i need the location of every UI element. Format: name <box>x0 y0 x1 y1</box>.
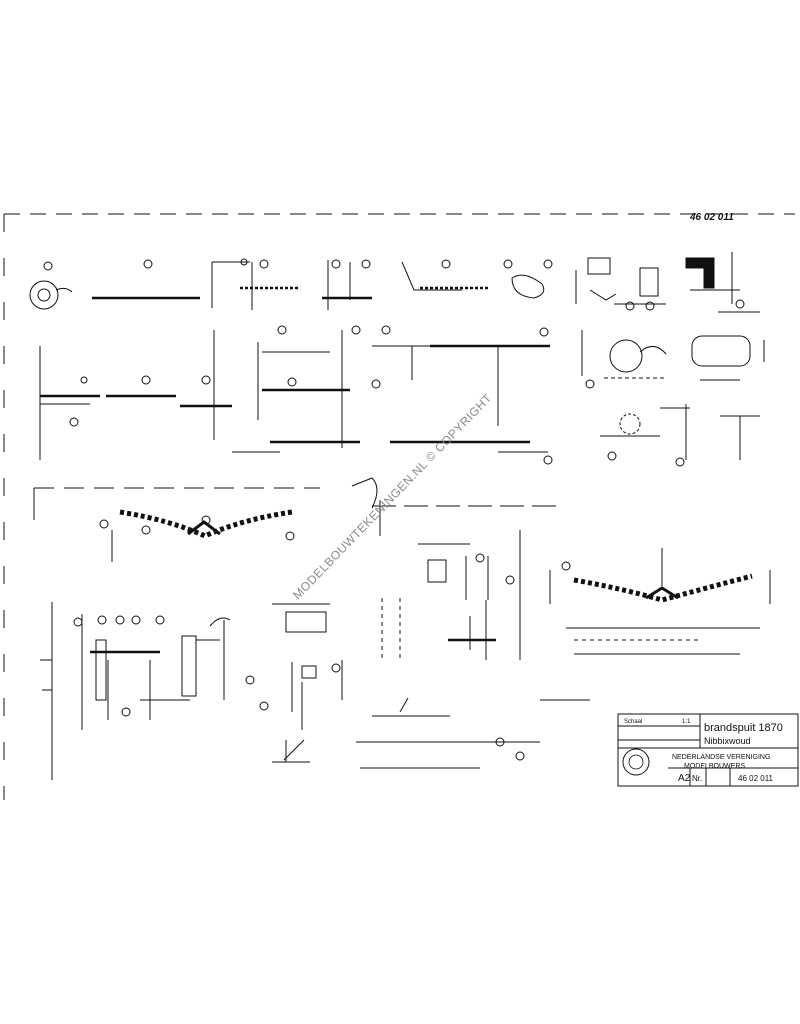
society-seal-icon <box>622 748 650 776</box>
top-drawing-number: 46 02 011 <box>689 212 734 223</box>
detail-upper-right <box>575 252 760 313</box>
organisation-subname: MODELBOUWERS <box>684 763 745 770</box>
detail-center-lower <box>272 530 590 769</box>
drawing-number: 46 02 011 <box>738 774 774 783</box>
scale-value: 1:1 <box>682 719 691 725</box>
leaf-spring-assembly-2 <box>549 548 771 655</box>
detail-row-2 <box>39 325 553 465</box>
title-block: Schaal 1:1 brandspuit 1870 Nibbixwoud NE… <box>617 713 799 787</box>
organisation-name: NEDERLANDSE VERENIGING <box>672 754 770 761</box>
detail-right-middle <box>581 330 765 467</box>
drawing-subtitle: Nibbixwoud <box>704 736 751 746</box>
paper-format: A2 <box>678 773 691 784</box>
number-label: Nr. <box>692 774 702 783</box>
drawing-title: brandspuit 1870 <box>704 722 783 734</box>
scale-label: Schaal <box>624 719 642 725</box>
copyright-watermark: MODELBOUWTEKENINGEN.NL © COPYRIGHT <box>290 391 495 602</box>
sheet-frame <box>3 213 795 800</box>
leaf-spring-assembly-1 <box>33 477 560 562</box>
frame-assembly-lower-left <box>40 602 269 780</box>
detail-row-1 <box>29 258 553 310</box>
